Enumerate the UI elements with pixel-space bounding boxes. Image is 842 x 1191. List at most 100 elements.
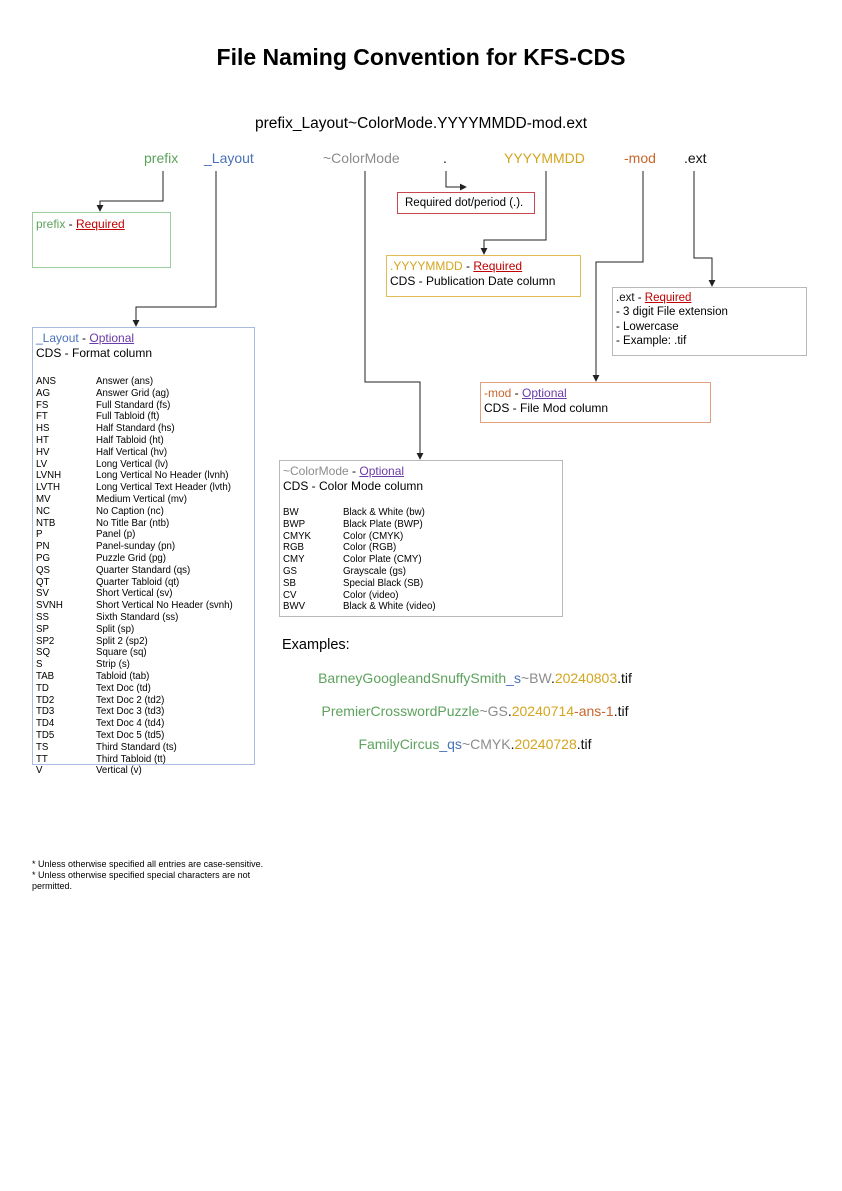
layout-code: HV	[36, 446, 50, 458]
layout-code: TD5	[36, 729, 55, 741]
layout-description: Third Standard (ts)	[96, 741, 177, 753]
layout-description: Answer (ans)	[96, 376, 154, 387]
layout-code: SS	[36, 611, 49, 623]
layout-row: FS Full Standard (fs)	[36, 400, 251, 412]
part-ext: .ext	[684, 150, 707, 166]
part-colormode: ~ColorMode	[323, 150, 400, 166]
layout-code: TD3	[36, 706, 55, 718]
arrow-prefix	[96, 171, 164, 212]
colormode-box-status: Optional	[359, 464, 405, 478]
arrow-dot	[445, 171, 467, 191]
prefix-box: prefix - Required	[32, 212, 171, 268]
example-segment-date: 20240728	[514, 736, 577, 752]
colormode-description: Black Plate (BWP)	[343, 518, 423, 530]
layout-description: Strip (s)	[96, 659, 130, 671]
layout-code: TD	[36, 682, 49, 694]
ext-box-line: - 3 digit File extension	[616, 306, 728, 319]
example-segment-layout: _s	[506, 670, 521, 686]
layout-description: Sixth Standard (ss)	[96, 611, 179, 623]
layout-code: MV	[36, 493, 51, 505]
colormode-code: BWV	[283, 601, 306, 613]
note: * Unless otherwise specified all entries…	[32, 859, 264, 869]
example-filename: PremierCrosswordPuzzle~GS.20240714-ans-1…	[0, 703, 842, 719]
arrow-layout	[132, 171, 217, 327]
layout-box-status: Optional	[89, 331, 135, 345]
date-box-name: .YYYYMMDD	[390, 259, 463, 273]
example-segment-ext: .tif	[576, 736, 592, 752]
layout-description: Text Doc 3 (td3)	[96, 706, 165, 718]
colormode-description: Color Plate (CMY)	[343, 554, 422, 566]
layout-code: SP2	[36, 635, 55, 647]
colormode-box-desc: CDS - Color Mode column	[283, 479, 424, 493]
layout-description: Long Vertical No Header (lvnh)	[96, 470, 229, 482]
example-filename: BarneyGoogleandSnuffySmith_s~BW.20240803…	[0, 670, 842, 686]
layout-description: Text Doc 5 (td5)	[96, 729, 165, 741]
layout-description: Panel-sunday (pn)	[96, 541, 176, 553]
ext-box-line: - Lowercase	[616, 320, 679, 333]
layout-code: SV	[36, 588, 49, 600]
example-segment-prefix: PremierCrosswordPuzzle	[321, 703, 480, 719]
colormode-code: SB	[283, 577, 296, 589]
layout-code: NTB	[36, 517, 56, 529]
example-segment-ext: .	[507, 703, 512, 719]
colormode-code: CV	[283, 589, 297, 601]
colormode-description: Special Black (SB)	[343, 577, 424, 589]
layout-description: Half Vertical (hv)	[96, 446, 168, 458]
layout-row: SQ Square (sq)	[36, 647, 251, 659]
arrow-ext	[693, 171, 716, 287]
layout-description: Long Vertical Text Header (lvth)	[96, 482, 231, 494]
layout-description: Short Vertical (sv)	[96, 588, 173, 600]
layout-box-name: _Layout	[36, 331, 79, 345]
layout-description: Square (sq)	[96, 647, 147, 659]
layout-description: Full Tabloid (ft)	[96, 411, 160, 423]
colormode-description: Grayscale (gs)	[343, 565, 406, 577]
layout-description: Split 2 (sp2)	[96, 635, 148, 647]
layout-description: Quarter Standard (qs)	[96, 564, 191, 576]
layout-description: Text Doc 2 (td2)	[96, 694, 165, 706]
layout-row: TS Third Standard (ts)	[36, 742, 251, 754]
ext-box-sep: -	[634, 292, 645, 304]
layout-description: Text Doc 4 (td4)	[96, 718, 165, 730]
colormode-description: Color (CMYK)	[343, 530, 404, 542]
prefix-box-sep: -	[65, 217, 77, 231]
layout-description: Long Vertical (lv)	[96, 458, 169, 470]
layout-code: ANS	[36, 376, 56, 387]
colormode-code: CMY	[283, 554, 305, 566]
example-segment-color: ~BW	[520, 670, 551, 686]
date-box: .YYYYMMDD - Required CDS - Publication D…	[386, 255, 581, 297]
layout-code: LVTH	[36, 482, 61, 494]
example-segment-date: 20240803	[554, 670, 618, 686]
layout-box-sep: -	[78, 331, 90, 345]
layout-description: No Title Bar (ntb)	[96, 517, 170, 529]
layout-row: SV Short Vertical (sv)	[36, 588, 251, 600]
layout-description: Quarter Tabloid (qt)	[96, 576, 180, 588]
layout-description: Half Standard (hs)	[96, 423, 175, 435]
layout-code: QT	[36, 576, 50, 588]
layout-row: TD4 Text Doc 4 (td4)	[36, 718, 251, 730]
layout-code: LVNH	[36, 470, 62, 482]
layout-code: TD4	[36, 718, 55, 730]
colormode-box-name: ~ColorMode	[283, 464, 349, 478]
layout-row: LVTH Long Vertical Text Header (lvth)	[36, 482, 251, 494]
layout-code: HS	[36, 423, 50, 435]
layout-description: Full Standard (fs)	[96, 399, 171, 411]
colormode-code: BWP	[283, 518, 306, 530]
example-filename: FamilyCircus_qs~CMYK.20240728.tif	[0, 736, 842, 752]
example-segment-date: 20240714	[511, 703, 575, 719]
layout-code: FS	[36, 399, 49, 411]
layout-code: SQ	[36, 647, 50, 659]
layout-description: Puzzle Grid (pg)	[96, 552, 166, 564]
layout-code: TS	[36, 741, 49, 753]
layout-description: Panel (p)	[96, 529, 136, 541]
example-segment-color: ~CMYK	[461, 736, 511, 752]
colormode-description: Color (RGB)	[343, 542, 397, 554]
layout-row: TD3 Text Doc 3 (td3)	[36, 706, 251, 718]
layout-box: _Layout - Optional CDS - Format column A…	[32, 327, 255, 776]
prefix-box-status: Required	[76, 217, 125, 231]
layout-description: Tabloid (tab)	[96, 670, 150, 682]
